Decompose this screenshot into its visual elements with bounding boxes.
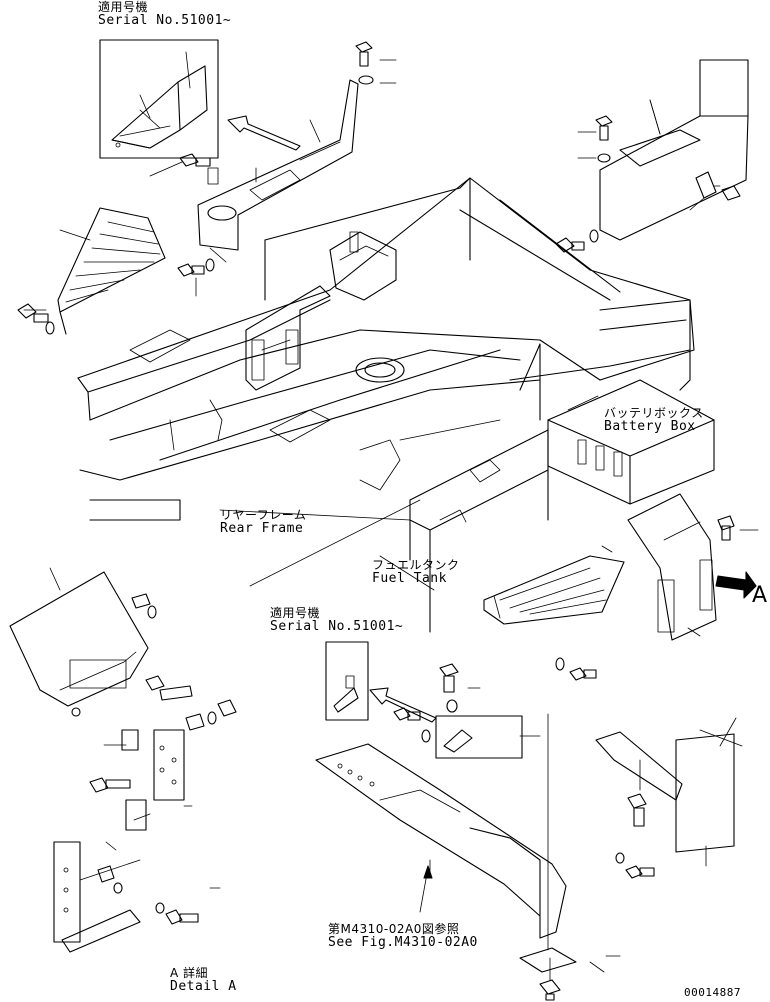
bolt-top-center xyxy=(355,41,397,85)
detail-a-bolts-bottom xyxy=(97,865,199,925)
bolt-mid-2 xyxy=(393,707,431,743)
view-arrow-a xyxy=(715,571,757,599)
inset-box-top-left xyxy=(99,39,219,159)
serial-label-middle: 適用号機 Serial No.51001~ xyxy=(270,606,404,634)
inset-box-middle xyxy=(325,641,369,721)
right-rear-panel xyxy=(595,729,743,853)
center-bracket xyxy=(329,231,397,301)
detail-a-bolt-mid xyxy=(89,777,131,793)
direction-arrow-mid xyxy=(369,687,437,723)
bolt-right-step xyxy=(717,515,759,541)
right-top-cover xyxy=(599,59,749,241)
bolt-left-3 xyxy=(17,303,55,335)
detail-a-clip xyxy=(125,799,151,831)
detail-a-step xyxy=(9,571,149,717)
bolt-left-1 xyxy=(149,153,211,177)
serial-label-top: 適用号機 Serial No.51001~ xyxy=(98,0,232,28)
rear-frame-label: リヤーフレーム Rear Frame xyxy=(220,508,307,536)
right-step xyxy=(483,555,625,625)
bolt-right-top xyxy=(577,115,613,163)
clip-box-mid xyxy=(435,715,523,759)
bolt-left-2 xyxy=(177,258,215,297)
leader-lines xyxy=(23,99,737,973)
bolt-right-rear xyxy=(615,793,655,879)
bolt-mid xyxy=(439,663,459,713)
view-letter-a: A xyxy=(752,583,768,608)
battery-box xyxy=(547,379,715,505)
left-step xyxy=(57,207,166,335)
detail-a-vertical-bracket xyxy=(53,841,141,953)
fuel-tank xyxy=(409,429,549,633)
rear-frame xyxy=(77,177,695,521)
direction-arrow-top xyxy=(227,115,301,151)
long-bottom-cover xyxy=(315,743,567,939)
clip-right xyxy=(689,171,741,211)
right-step-bracket xyxy=(627,493,717,641)
pointer-arrow-see-fig xyxy=(419,865,433,913)
detail-a-label: A 詳細 Detail A xyxy=(170,966,237,994)
left-cover-panel xyxy=(197,79,359,251)
bottom-plate-bolt xyxy=(519,947,577,1001)
bolt-right-mid xyxy=(555,229,599,253)
detail-a-bracket xyxy=(121,699,237,801)
left-vertical-bracket xyxy=(245,285,331,391)
bolt-right-step-lower xyxy=(555,657,597,681)
see-fig-label: 第M4310-02A0図参照 See Fig.M4310-02A0 xyxy=(328,922,478,950)
drawing-number: 00014887 xyxy=(684,986,741,999)
battery-box-label: バッテリボックス Battery Box xyxy=(604,406,704,434)
fuel-tank-label: フュエルタンク Fuel Tank xyxy=(372,558,460,586)
detail-a-bolts-top xyxy=(131,593,193,701)
